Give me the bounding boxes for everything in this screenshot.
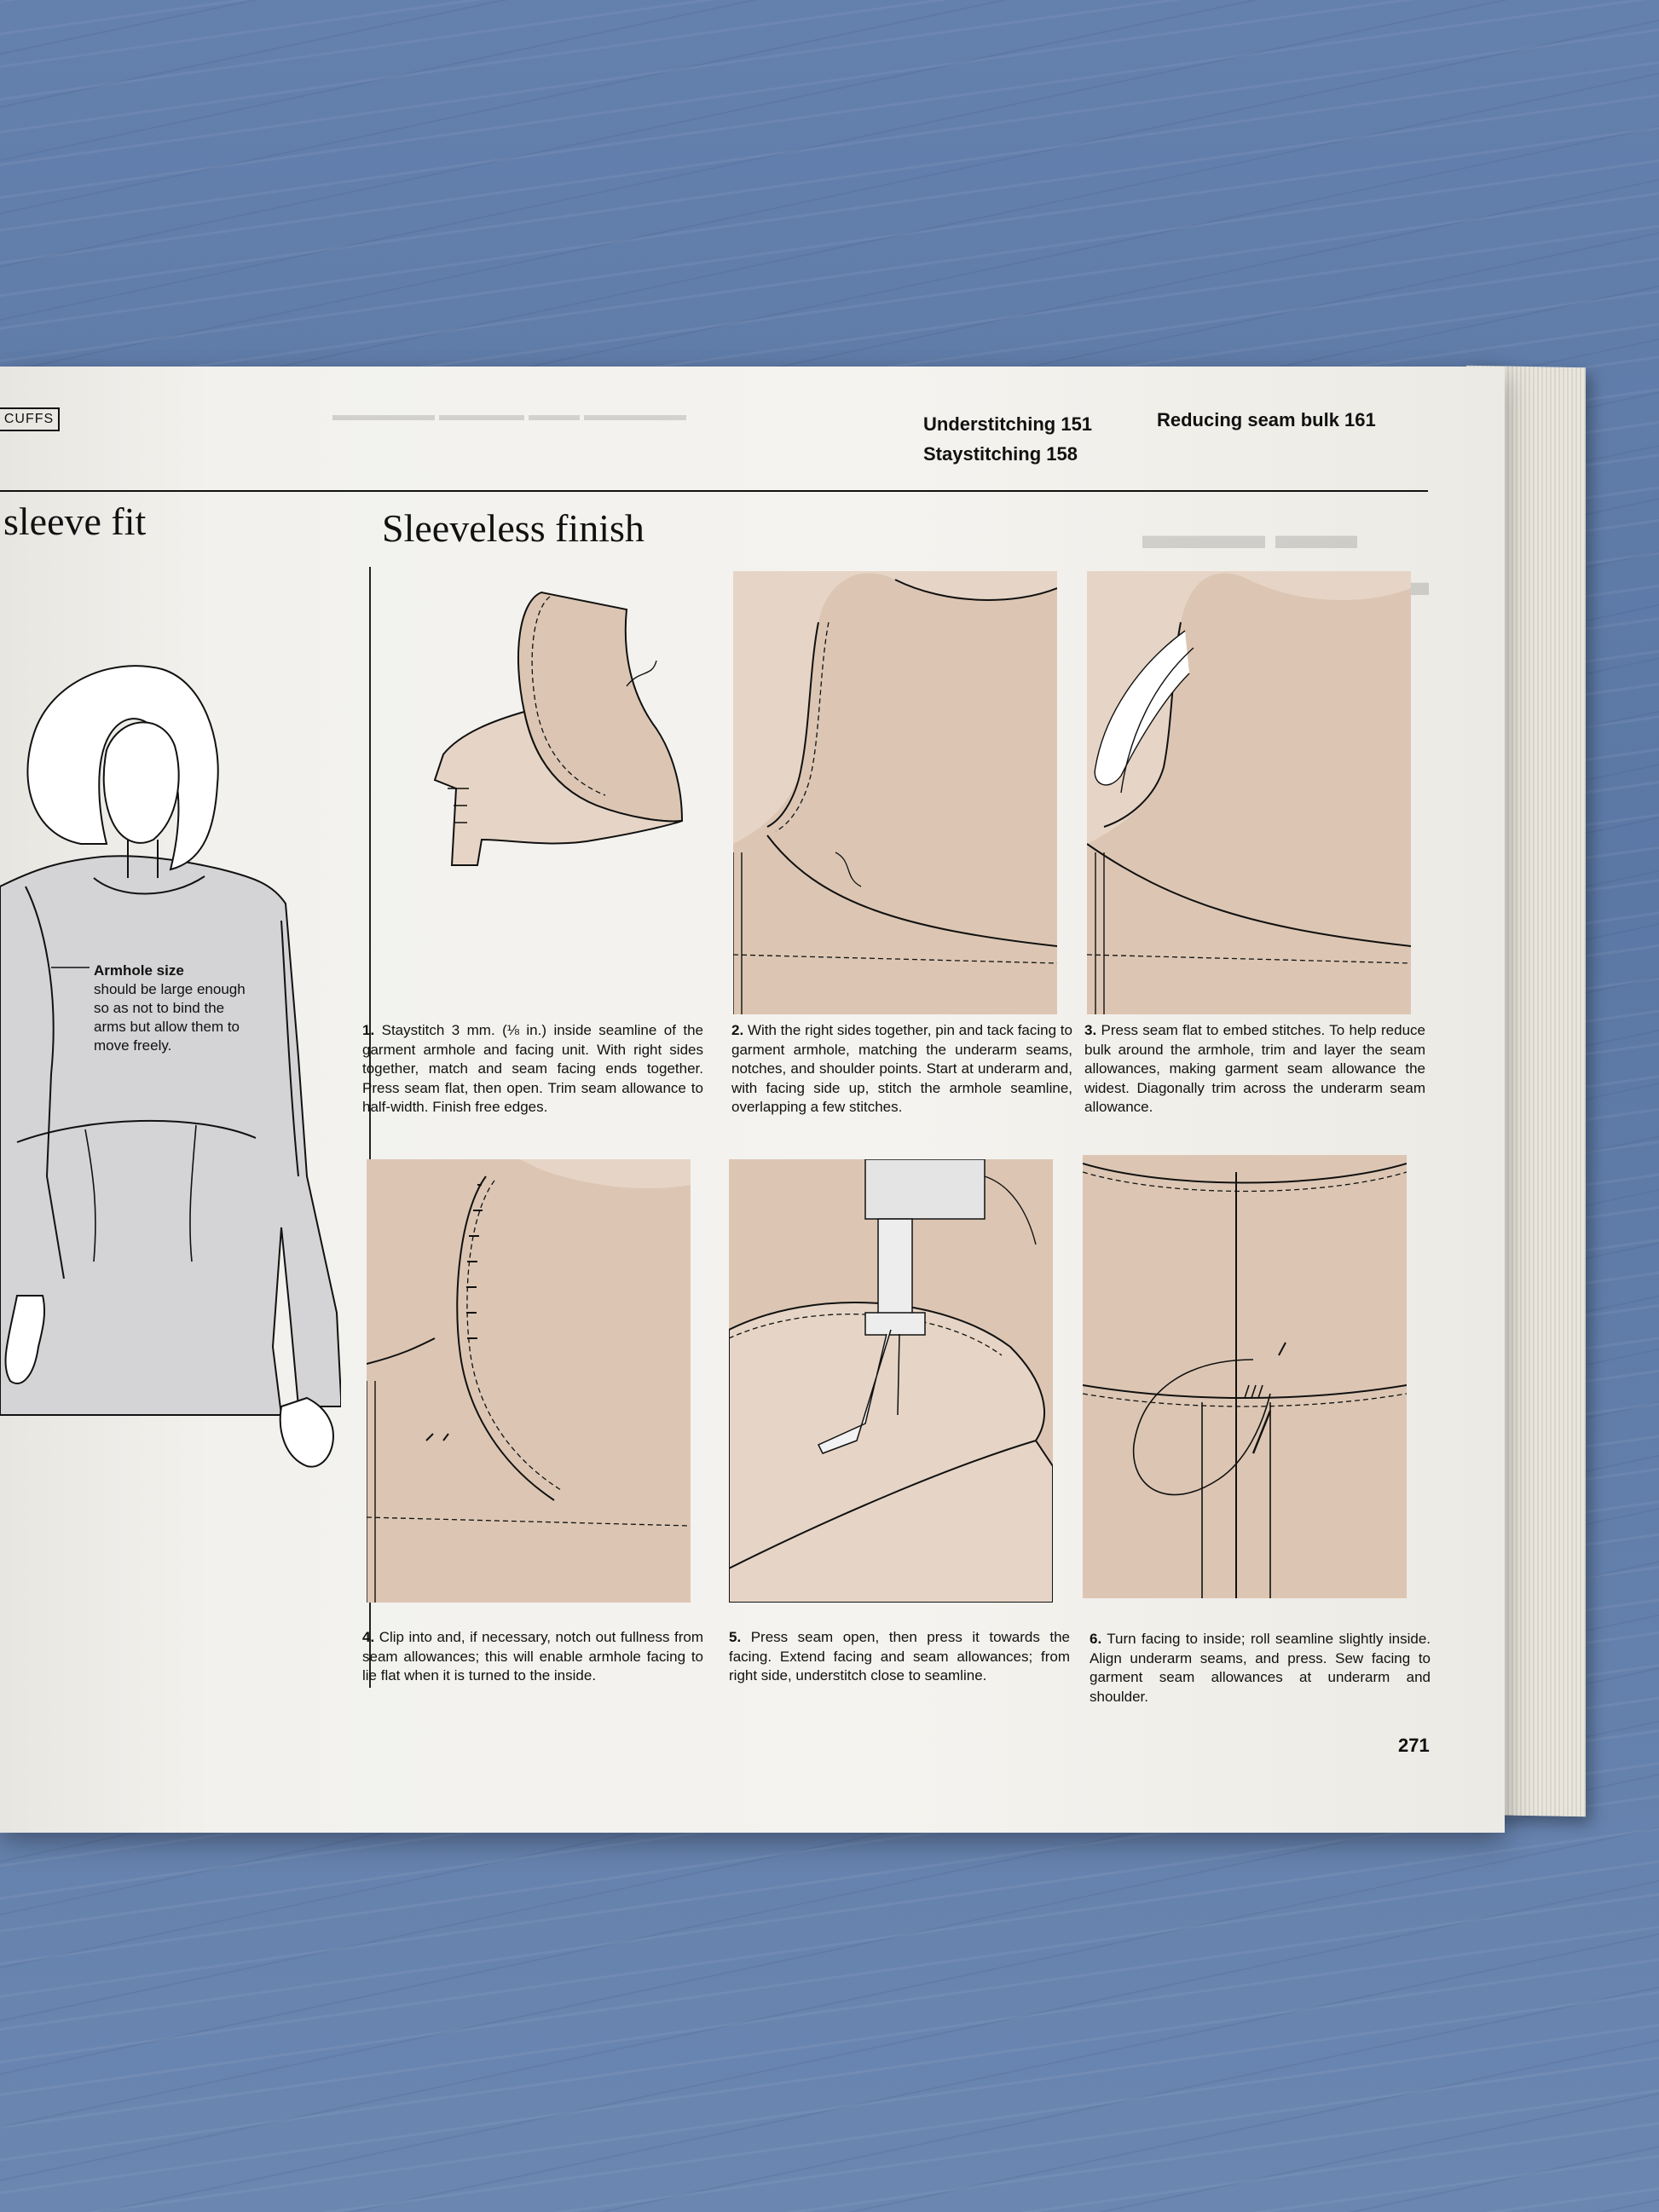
step-3-text: Press seam flat to embed stitches. To he… [1084,1022,1425,1116]
step-5-number: 5. [729,1629,742,1645]
step-4-number: 4. [362,1629,375,1645]
cross-ref-staystitching: Staystitching 158 [923,443,1078,465]
show-through-text: ▬▬▬▬▬▬ ▬▬▬▬▬ ▬▬▬ ▬▬▬▬▬▬ [332,406,686,424]
step-3-illustration [1087,571,1411,1014]
armhole-size-note: Armhole size should be large enough so a… [94,962,256,1055]
step-5-text: Press seam open, then press it towards t… [729,1629,1070,1684]
armhole-note-title: Armhole size [94,962,184,979]
step-6-number: 6. [1090,1631,1102,1647]
header-rule [0,490,1428,492]
step-1-caption: 1. Staystitch 3 mm. (⅛ in.) inside seaml… [362,1021,703,1118]
step-5-caption: 5. Press seam open, then press it toward… [729,1628,1070,1686]
step-3-number: 3. [1084,1022,1097,1038]
cross-ref-reducing-seam-bulk: Reducing seam bulk 161 [1157,409,1376,430]
section-tag: CUFFS [0,407,60,431]
step-1-illustration [375,584,699,1027]
step-1-text-after: in.) inside seamline of the garment armh… [362,1022,703,1116]
step-2-illustration [733,571,1057,1014]
step-1-fraction: ⅛ [506,1022,519,1038]
step-4-illustration [367,1159,691,1603]
step-2-caption: 2. With the right sides together, pin an… [731,1021,1072,1118]
step-6-text: Turn facing to inside; roll seamline sli… [1090,1631,1431,1705]
section-heading: Sleeveless finish [382,506,645,550]
step-6-caption: 6. Turn facing to inside; roll seamline … [1090,1630,1431,1707]
page-number: 271 [1398,1735,1430,1756]
step-1-number: 1. [362,1022,375,1038]
step-5-illustration [729,1159,1053,1603]
step-6-illustration [1083,1155,1407,1598]
step-2-text: With the right sides together, pin and t… [731,1022,1072,1116]
step-3-caption: 3. Press seam flat to embed stitches. To… [1084,1021,1425,1118]
step-4-caption: 4. Clip into and, if necessary, notch ou… [362,1628,703,1686]
column-divider [369,567,371,1688]
step-2-number: 2. [731,1022,744,1038]
armhole-note-body: should be large enough so as not to bind… [94,981,246,1054]
woman-figure-illustration [0,665,342,1671]
step-1-text-before: Staystitch 3 mm. ( [381,1022,507,1038]
book-page: CUFFS ▬▬▬▬▬▬ ▬▬▬▬▬ ▬▬▬ ▬▬▬▬▬▬ ▬▬▬ ▬▬ ▬▬▬… [0,367,1505,1833]
cross-ref-understitching: Understitching 151 [923,413,1093,435]
step-4-text: Clip into and, if necessary, notch out f… [362,1629,703,1684]
left-column-heading: sleeve fit [3,500,147,543]
